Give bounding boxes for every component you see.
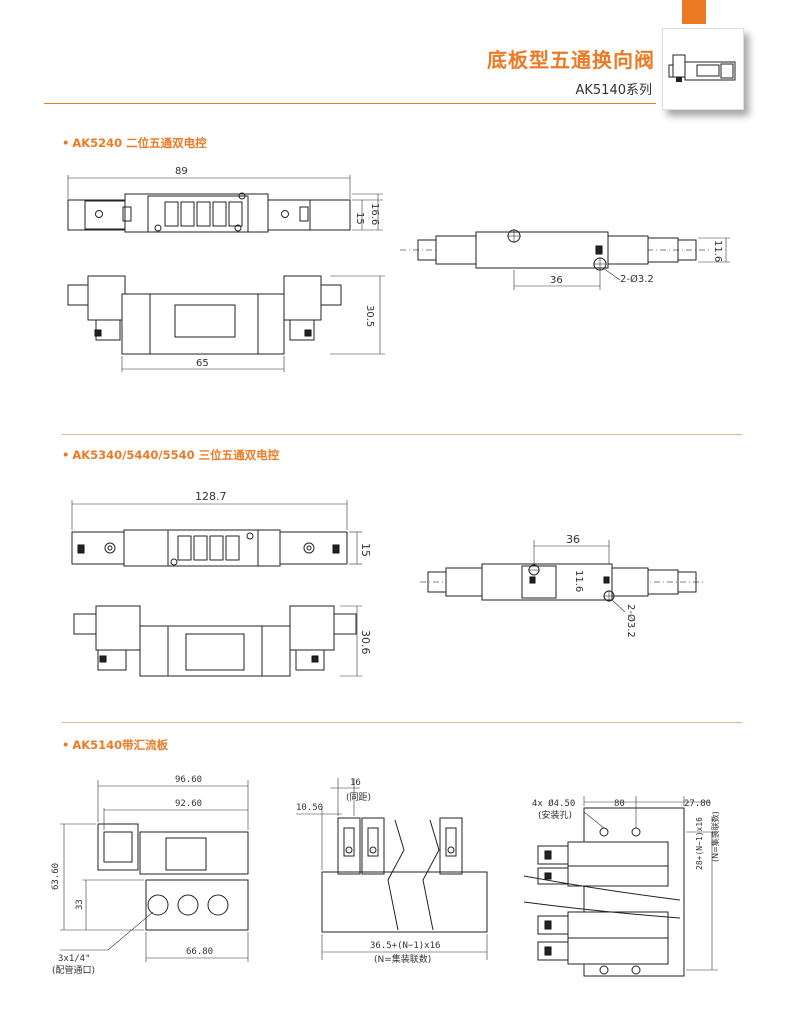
- bullet-icon: •: [62, 136, 70, 150]
- dim-2-hole: 2-Ø3.2: [625, 604, 637, 638]
- ak5240-top-view: 89 15 16.6: [67, 166, 383, 233]
- dim-80: 80: [614, 799, 625, 809]
- corner-tab: [682, 0, 706, 24]
- bullet-icon: •: [62, 448, 70, 462]
- dim-65: 65: [196, 358, 209, 369]
- bullet-icon: •: [62, 738, 70, 752]
- dim-16-6: 16.6: [369, 203, 380, 225]
- section-heading-ak5140: •AK5140带汇流板: [62, 738, 169, 752]
- mount-hole-note: (安装孔): [538, 809, 572, 821]
- title-rule: [44, 103, 656, 104]
- dim-15: 15: [359, 543, 372, 557]
- dim-66-80: 66.80: [186, 947, 213, 957]
- ak5340-side-view: 36 11.6 2-Ø3.2: [420, 533, 705, 638]
- dim-63-60: 63.60: [51, 863, 61, 890]
- page-title: 底板型五通换向阀: [487, 48, 655, 72]
- dim-33: 33: [75, 899, 85, 910]
- pitch-note: (同距): [346, 792, 371, 803]
- ak5240-front-view: 30.5 65: [67, 275, 385, 372]
- dim-total-length: 36.5+(N−1)x16: [370, 941, 440, 951]
- mount-hole-label: 4x Ø4.50: [532, 798, 575, 809]
- valve-thumbnail-icon: [668, 54, 736, 82]
- dim-vertical-total: 28+(N−1)x16: [695, 817, 704, 870]
- manifold-stack-view: 16 (同距) 10.50 36.5+(N−1)x16 (N=集装联数): [296, 778, 488, 965]
- dim-11-6: 11.6: [712, 240, 723, 262]
- section-heading-ak5340: •AK5340/5440/5540 三位五通双电控: [62, 448, 280, 462]
- ak5340-front-view: 30.6: [73, 605, 372, 677]
- dim-2-hole: 2-Ø3.2: [620, 273, 654, 285]
- manifold-front-view: 96.60 92.60 63.60 33 66.80 3x1/4" (配管通口): [51, 775, 249, 976]
- dim-128-7: 128.7: [195, 490, 227, 503]
- dim-96-60: 96.60: [175, 775, 202, 785]
- dim-16: 16: [350, 778, 361, 788]
- dim-36: 36: [566, 533, 580, 546]
- port-note: (配管通口): [52, 964, 95, 976]
- dim-10-50: 10.50: [296, 803, 323, 813]
- page-subtitle: AK5140系列: [575, 83, 652, 98]
- dim-15: 15: [354, 212, 365, 225]
- ak5340-top-view: 128.7 15: [71, 490, 372, 567]
- dim-92-60: 92.60: [175, 799, 202, 809]
- manifold-top-view: 80 27.80 4x Ø4.50 (安装孔) 28+(N−1)x16 (N=集…: [523, 796, 720, 977]
- section-divider-2: [62, 722, 742, 723]
- dim-30-5: 30.5: [364, 305, 375, 327]
- port-label: 3x1/4": [58, 954, 91, 964]
- section-divider-1: [62, 434, 742, 435]
- dim-36: 36: [550, 275, 563, 286]
- product-thumbnail: [662, 28, 744, 110]
- dim-11-6: 11.6: [573, 570, 584, 592]
- section-heading-ak5240: •AK5240 二位五通双电控: [62, 136, 207, 150]
- total-length-note: (N=集装联数): [374, 953, 431, 965]
- dim-89: 89: [175, 166, 188, 177]
- ak5240-side-view: 36 2-Ø3.2 11.6: [400, 229, 730, 290]
- vertical-total-note: (N=集装联数): [710, 811, 720, 862]
- dim-30-6: 30.6: [359, 630, 372, 655]
- dim-27-80: 27.80: [684, 799, 711, 809]
